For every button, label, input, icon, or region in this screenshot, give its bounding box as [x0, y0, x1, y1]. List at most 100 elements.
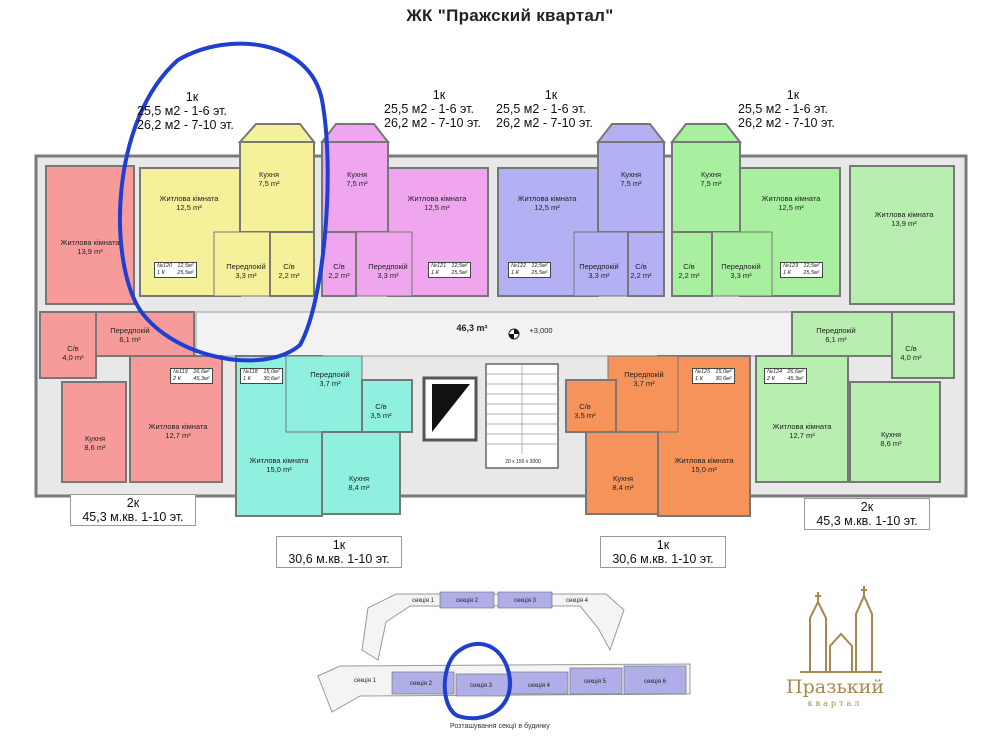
room-label-name: Кухня: [880, 430, 902, 439]
room-cyan-bath: [361, 379, 413, 433]
room-label-area: 13,9 m²: [77, 247, 103, 256]
section-bottom-5-fill: [569, 667, 623, 695]
apt-label-3-type: 1к: [544, 88, 558, 102]
apt-label-2k-left: 2к 45,3 м.кв. 1-10 эт.: [70, 494, 196, 526]
section-bottom-2: секція 2: [410, 681, 432, 687]
tag-total: 30,6м²: [263, 376, 280, 382]
apt-label-1k-left: 1к 30,6 м.кв. 1-10 эт.: [276, 536, 402, 568]
room-yellow-bath: [269, 231, 315, 297]
section-top-2: секція 2: [456, 598, 478, 604]
room-label-area: 12,5 m²: [778, 203, 804, 212]
section-bottom-6: секція 6: [644, 679, 666, 685]
room-label-area: 7,5 m²: [258, 179, 280, 188]
room-label-name: Передпокій: [226, 262, 266, 271]
room-label-area: 13,9 m²: [891, 219, 917, 228]
apt-label-1k-right-type: 1к: [656, 538, 670, 552]
room-label-name: С/в: [905, 344, 917, 353]
room-label-area: 3,5 m²: [370, 411, 392, 420]
room-label-name: Житлова кімната: [517, 194, 577, 203]
stair-steps: [486, 364, 558, 454]
room-lightgreen-hall: [791, 311, 893, 357]
room-cyan-hall: [285, 355, 363, 433]
room-pink-kitchen: [321, 141, 389, 233]
apt-label-2-type: 1к: [432, 88, 446, 102]
tag-total: 25,5м²: [803, 270, 820, 276]
tag-num: №124: [767, 369, 783, 375]
room-label-area: 12,5 m²: [424, 203, 450, 212]
section-top-4: секція 4: [566, 598, 588, 604]
room-label-area: 12,5 m²: [534, 203, 560, 212]
room-label-name: С/в: [635, 262, 647, 271]
logo-name: Празький: [786, 676, 884, 698]
apt-label-2: 1к 25,5 м2 - 1-6 эт. 26,2 м2 - 7-10 эт.: [384, 88, 494, 130]
tag-area: 12,5м²: [803, 263, 820, 269]
room-label-area: 2,2 m²: [678, 271, 700, 280]
room-label-name: С/в: [579, 402, 591, 411]
room-label-name: Кухня: [620, 170, 642, 179]
apt-label-4-area2: 26,2 м2 - 7-10 эт.: [738, 116, 835, 130]
room-orange-bath: [565, 379, 617, 433]
apt-label-1-type: 1к: [185, 90, 199, 104]
room-label-name: Кухня: [346, 170, 368, 179]
room-label-name: Житлова кімната: [60, 238, 120, 247]
room-label-name: С/в: [283, 262, 295, 271]
tag-num: №118: [243, 369, 258, 375]
room-label-name: С/в: [333, 262, 345, 271]
church-logo-icon: [800, 586, 882, 673]
section-top-2-fill: [439, 591, 495, 609]
section-bottom-4: секція 4: [528, 683, 550, 689]
tag-type: 1 К: [243, 376, 251, 382]
tag-num: №120: [157, 263, 173, 269]
room-label-area: 4,0 m²: [62, 353, 84, 362]
section-bottom-5: секція 5: [584, 679, 606, 685]
room-label-name: С/в: [375, 402, 387, 411]
apt-label-3-area2: 26,2 м2 - 7-10 эт.: [496, 116, 593, 130]
section-top-3: секція 3: [514, 598, 536, 604]
apt-label-1-area2: 26,2 м2 - 7-10 эт.: [137, 118, 234, 132]
tag-total: 25,5м²: [177, 270, 194, 276]
room-label-name: Кухня: [348, 474, 370, 483]
room-label-area: 3,3 m²: [235, 271, 257, 280]
tag-num: №121: [431, 263, 447, 269]
room-orange-hall: [607, 355, 679, 433]
corridor-area: 46,3 m²: [456, 323, 488, 333]
apt-label-2k-left-type: 2к: [126, 496, 140, 510]
room-label-name: Житлова кімната: [159, 194, 219, 203]
room-label-name: Житлова кімната: [674, 456, 734, 465]
room-label-name: Кухня: [258, 170, 280, 179]
room-label-area: 2,2 m²: [328, 271, 350, 280]
room-label-area: 8,6 m²: [84, 443, 106, 452]
room-label-area: 2,2 m²: [278, 271, 300, 280]
apt-label-2-area1: 25,5 м2 - 1-6 эт.: [384, 102, 474, 116]
tag-total: 25,5м²: [531, 270, 548, 276]
room-label-name: Житлова кімната: [148, 422, 208, 431]
tag-area: 15,0м²: [263, 369, 280, 375]
room-label-name: Житлова кімната: [761, 194, 821, 203]
room-label-area: 6,1 m²: [825, 335, 847, 344]
stair-dimension: 20 x 150 x 3000: [505, 459, 541, 465]
bay-window-pink: [319, 123, 391, 143]
room-label-area: 12,5 m²: [176, 203, 202, 212]
tag-total: 45,3м²: [787, 376, 804, 382]
room-label-name: Передпокій: [624, 370, 664, 379]
bay-window-yellow: [237, 123, 317, 143]
level-mark-label: +3,000: [529, 326, 553, 335]
room-label-area: 3,3 m²: [730, 271, 752, 280]
room-label-area: 6,1 m²: [119, 335, 141, 344]
